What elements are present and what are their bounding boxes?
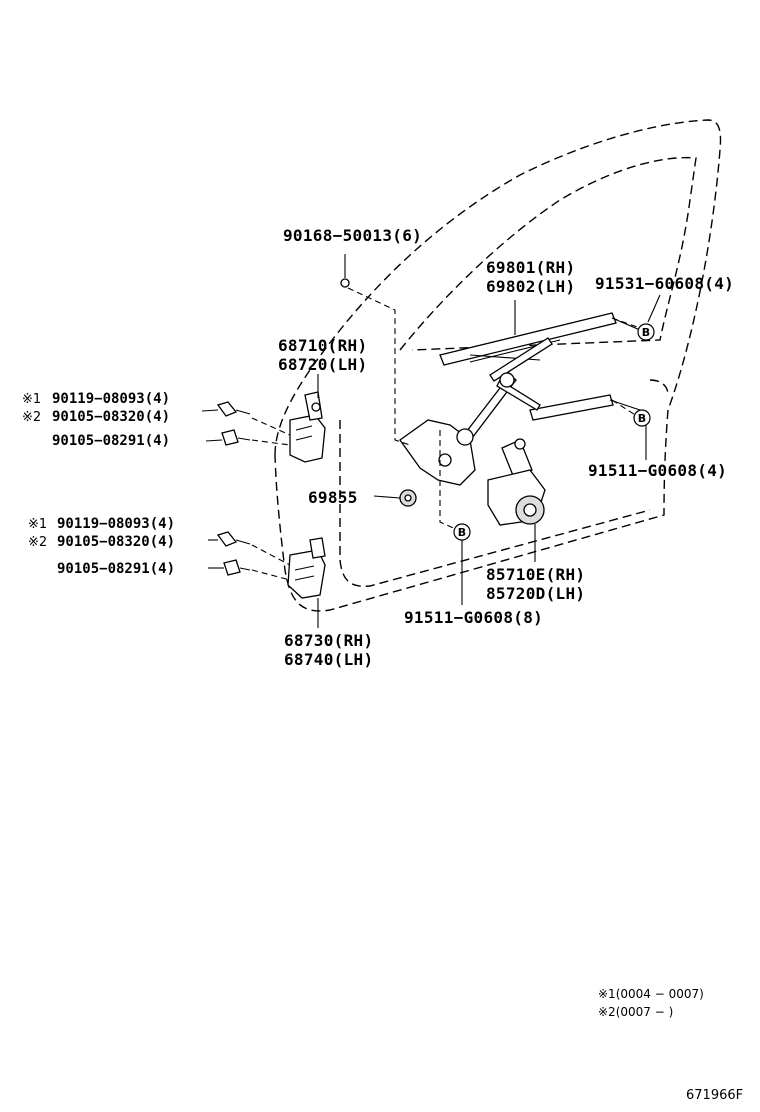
callout-b-lower: B (453, 523, 471, 541)
svg-text:B: B (638, 412, 646, 425)
label-motor-rh: 85710E(RH) (486, 565, 585, 584)
label-bolt-bottom: 91511−G0608(8) (404, 608, 543, 627)
label-hinge-upper-lh: 68720(LH) (278, 355, 367, 374)
callout-b-middle: B (633, 409, 651, 427)
window-regulator (399, 312, 641, 486)
mark-1-lower: ※1 (28, 517, 47, 532)
label-bolt-right-mid: 91511−G0608(4) (588, 461, 727, 480)
label-regulator-rh: 69801(RH) (486, 258, 575, 277)
door-outline (274, 119, 722, 612)
leader-lines (201, 254, 661, 628)
screw-part (340, 278, 350, 288)
upper-hinge (289, 391, 326, 463)
label-upper-bolt2: 90105−08320(4) (52, 409, 170, 425)
label-upper-bolt1: 90119−08093(4) (52, 391, 170, 407)
callout-b-upper: B (637, 323, 655, 341)
note-2: ※2(0007 − ) (598, 1005, 673, 1019)
label-motor-lh: 85720D(LH) (486, 584, 585, 603)
mark-1-upper: ※1 (22, 392, 41, 407)
label-regulator-lh: 69802(LH) (486, 277, 575, 296)
note-1: ※1(0004 − 0007) (598, 987, 704, 1001)
label-lower-bolt3: 90105−08291(4) (57, 561, 175, 577)
label-upper-bolt3: 90105−08291(4) (52, 433, 170, 449)
label-plug: 69855 (308, 488, 358, 507)
svg-text:B: B (458, 526, 466, 539)
upper-bolts (216, 401, 251, 446)
assembly-lines (251, 287, 641, 581)
lower-hinge (287, 537, 326, 599)
plug-part (399, 489, 417, 507)
label-hinge-lower-rh: 68730(RH) (284, 631, 373, 650)
window-motor (487, 438, 546, 526)
mark-2-upper: ※2 (22, 410, 41, 425)
label-hinge-lower-lh: 68740(LH) (284, 650, 373, 669)
lower-bolts (216, 531, 251, 576)
label-hinge-upper-rh: 68710(RH) (278, 336, 367, 355)
label-lower-bolt1: 90119−08093(4) (57, 516, 175, 532)
svg-text:B: B (642, 326, 650, 339)
figure-code: 671966F (686, 1088, 743, 1103)
label-screw-top: 90168−50013(6) (283, 226, 422, 245)
mark-2-lower: ※2 (28, 535, 47, 550)
label-bolt-upper-right: 91531−60608(4) (595, 274, 734, 293)
label-lower-bolt2: 90105−08320(4) (57, 534, 175, 550)
